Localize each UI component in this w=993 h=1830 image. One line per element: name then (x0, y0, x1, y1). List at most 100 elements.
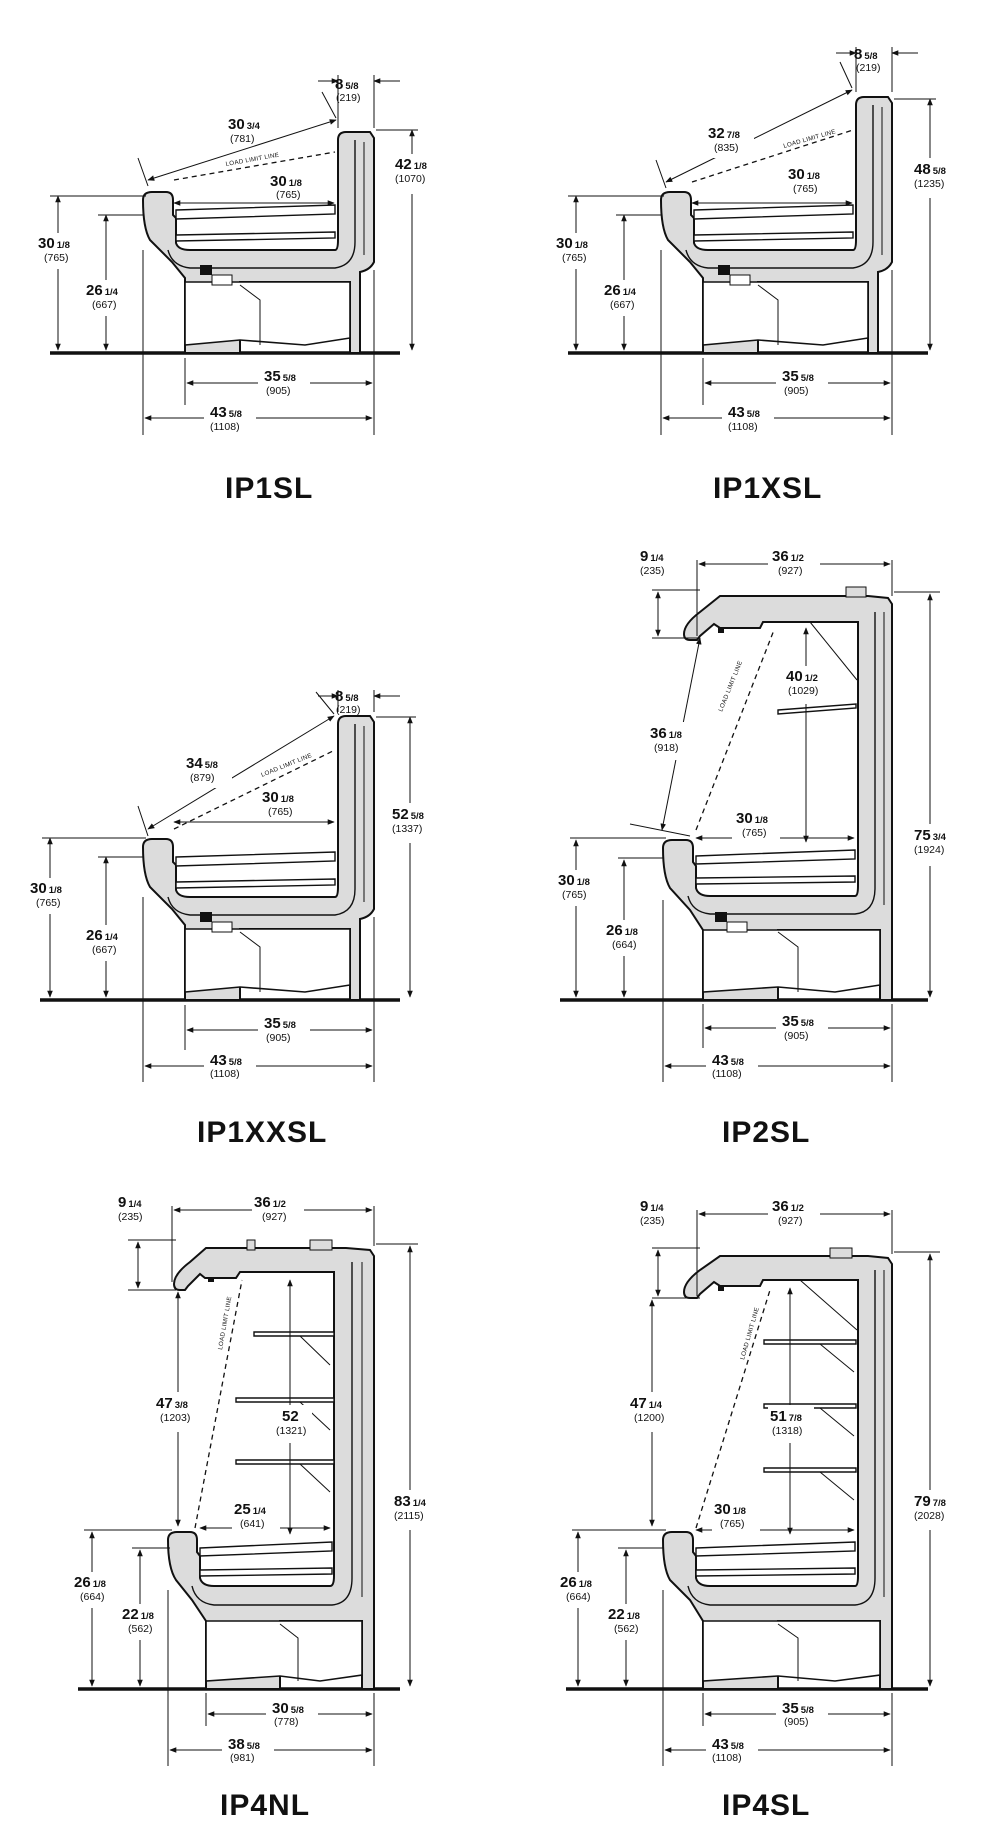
case-drawing (141, 715, 375, 1001)
dim-inner-height-mm: (1318) (772, 1425, 802, 1437)
dim-base-width-mm: (778) (274, 1716, 299, 1728)
dim-diagonal-mm: (879) (190, 772, 215, 784)
dim-front-height-mm: (765) (562, 889, 587, 901)
dim-shelf-mm: (765) (720, 1518, 745, 1530)
dim-opening-height-mm: (1200) (634, 1412, 664, 1424)
dim-base-width-mm: (905) (784, 1716, 809, 1728)
dim-total-width-mm: (981) (230, 1752, 255, 1764)
dim-inner-height: 52 (282, 1408, 299, 1425)
dim-height-mm: (2115) (394, 1510, 424, 1522)
dim-rail-height-mm: (667) (92, 944, 117, 956)
dim-shelf-mm: (641) (240, 1518, 265, 1530)
dim-diagonal-mm: (918) (654, 742, 679, 754)
load-limit-label: LOAD LIMIT LINE (225, 152, 280, 168)
model-label: IP1SL (225, 472, 313, 505)
dim-top-width-mm: (927) (778, 565, 803, 577)
dim-shelf-mm: (765) (793, 183, 818, 195)
case-drawing (141, 131, 375, 354)
dim-total-width-mm: (1108) (210, 1068, 240, 1080)
dim-front-height-mm: (664) (566, 1591, 591, 1603)
dim-shelf-mm: (765) (742, 827, 767, 839)
dim-base-width-mm: (905) (784, 385, 809, 397)
dim-total-width-mm: (1108) (728, 421, 758, 433)
dim-rail-height-mm: (562) (614, 1623, 639, 1635)
dim-shelf-mm: (765) (276, 189, 301, 201)
dim-canopy-drop-mm: (235) (640, 1215, 665, 1227)
model-label: IP2SL (722, 1116, 810, 1149)
dim-height-mm: (1924) (914, 844, 944, 856)
dim-inner-height-mm: (1321) (276, 1425, 306, 1437)
dim-height-mm: (2028) (914, 1510, 944, 1522)
dim-base-width-mm: (905) (784, 1030, 809, 1042)
dim-height-mm: (1070) (395, 173, 425, 185)
dim-canopy-drop-mm: (235) (118, 1211, 143, 1223)
dim-total-width-mm: (1108) (712, 1752, 742, 1764)
dim-top-offset-mm: (219) (856, 62, 881, 74)
load-limit-line (695, 1289, 771, 1529)
dim-rail-height-mm: (667) (610, 299, 635, 311)
load-limit-label: LOAD LIMIT LINE (217, 1296, 233, 1351)
dim-inner-height-mm: (1029) (788, 685, 818, 697)
load-limit-label: LOAD LIMIT LINE (717, 660, 744, 713)
dim-front-height-mm: (765) (44, 252, 69, 264)
dim-diagonal-mm: (835) (714, 142, 739, 154)
model-label: IP4SL (722, 1789, 810, 1822)
dim-front-height-mm: (664) (80, 1591, 105, 1603)
case-drawing (661, 1247, 893, 1690)
dim-height-mm: (1235) (914, 178, 944, 190)
load-limit-label: LOAD LIMIT LINE (783, 128, 837, 150)
